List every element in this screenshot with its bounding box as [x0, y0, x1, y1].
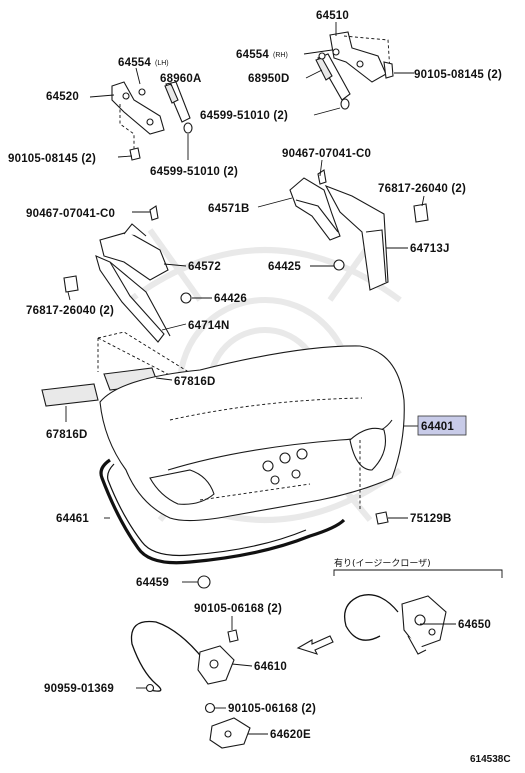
label-64599-51010-left: 64599-51010 (2)	[150, 166, 238, 178]
weatherstrip-64461	[99, 458, 346, 565]
label-64554-lh-tag: (LH)	[155, 60, 169, 67]
label-67816d-lower: 67816D	[46, 429, 87, 441]
label-64554-rh: 64554	[236, 49, 269, 61]
weatherstrip-inner	[107, 463, 307, 557]
direction-arrow	[296, 635, 334, 655]
plug-75129b	[375, 511, 389, 525]
label-90959-01369: 90959-01369	[44, 683, 114, 695]
label-64554-lh: 64554	[118, 57, 151, 69]
label-64401: 64401	[421, 421, 454, 433]
closer-64650	[343, 594, 447, 655]
label-64520: 64520	[46, 91, 79, 103]
label-64554-rh-tag: (RH)	[273, 52, 288, 59]
label-64571b: 64571B	[208, 203, 249, 215]
label-90467-07041-left: 90467-07041-C0	[26, 208, 115, 220]
hinge-right-64510	[329, 31, 394, 83]
label-75129b: 75129B	[410, 513, 451, 525]
label-64510: 64510	[316, 10, 349, 22]
highlight-64401	[417, 415, 467, 436]
trim-left-64572	[63, 205, 169, 293]
leader-lines	[65, 22, 456, 735]
label-67816d-upper: 67816D	[174, 376, 215, 388]
label-64425: 64425	[268, 261, 301, 273]
hinge-left-64520	[111, 81, 165, 161]
label-64714n: 64714N	[188, 320, 229, 332]
lock-64610	[130, 620, 239, 693]
label-64610: 64610	[254, 661, 287, 673]
strut-left-68960a	[138, 81, 193, 134]
label-64620e: 64620E	[270, 729, 311, 741]
label-64713j: 64713J	[410, 243, 450, 255]
label-90105-06168-lower: 90105-06168 (2)	[228, 703, 316, 715]
cushion-64459	[197, 575, 211, 589]
label-90467-07041-right: 90467-07041-C0	[282, 148, 371, 160]
trim-right-64571b	[289, 169, 341, 241]
label-64599-51010-right: 64599-51010 (2)	[200, 110, 288, 122]
label-64459: 64459	[136, 577, 169, 589]
label-64426: 64426	[214, 293, 247, 305]
label-76817-26040-left: 76817-26040 (2)	[26, 305, 114, 317]
label-64650: 64650	[458, 619, 491, 631]
pad-67816d-lower	[41, 383, 99, 407]
trim-right-64713j	[324, 184, 429, 291]
strut-right-68950d	[315, 52, 351, 110]
trunk-lid-64401	[99, 345, 405, 522]
label-64572: 64572	[188, 261, 221, 273]
diagram-code: 614538C	[470, 754, 511, 765]
label-90105-08145-left: 90105-08145 (2)	[8, 153, 96, 165]
label-76817-26040-right: 76817-26040 (2)	[378, 183, 466, 195]
striker-64620e	[204, 702, 251, 749]
label-64461: 64461	[56, 513, 89, 525]
label-68960a: 68960A	[160, 73, 201, 85]
option-bracket	[333, 569, 503, 578]
trim-left-64714n	[95, 255, 192, 343]
label-68950d: 68950D	[248, 73, 289, 85]
label-option-note: 有り(イージークローザ)	[334, 557, 431, 569]
label-90105-06168-upper: 90105-06168 (2)	[194, 603, 282, 615]
label-90105-08145-right: 90105-08145 (2)	[414, 69, 502, 81]
